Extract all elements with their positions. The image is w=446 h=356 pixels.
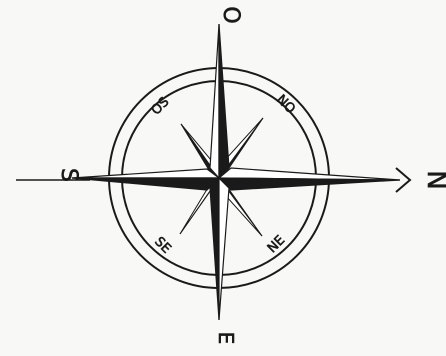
label-bottom: E (214, 332, 238, 345)
label-right: N (421, 170, 446, 189)
label-left: S (56, 168, 81, 182)
label-top: O (218, 6, 243, 23)
